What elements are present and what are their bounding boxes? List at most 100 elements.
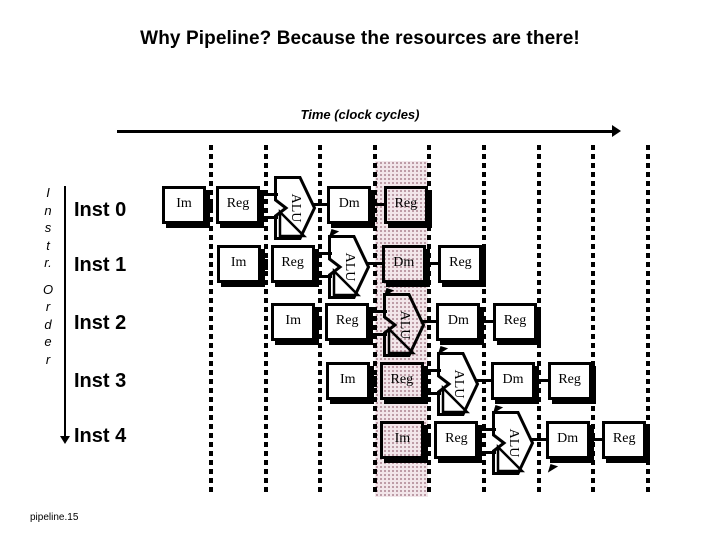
stage-reg1-row1: Reg	[270, 245, 315, 283]
stage-im-row1-label: Im	[230, 255, 247, 270]
wire-alu-dm-row3	[476, 379, 491, 382]
stage-alu-row2: ALU	[382, 293, 425, 357]
stage-im-row4-label: Im	[394, 431, 411, 446]
cycle-separator-5	[482, 145, 486, 494]
cycle-separator-7	[591, 145, 596, 494]
instr-order-letter: O	[42, 281, 54, 297]
instr-order-axis-line	[64, 186, 66, 440]
instr-order-letter: t	[46, 237, 50, 253]
instr-order-label: I n s t r. O r d e r	[38, 184, 58, 368]
connector-im-reg-row4	[425, 435, 432, 446]
wire-dm-reg-row2	[480, 320, 493, 323]
stage-im-row4: Im	[380, 421, 425, 459]
wire-dm-reg-row4	[589, 438, 603, 441]
wire-reg-alu-bot-row2	[369, 333, 387, 336]
stage-alu-row3-label: ALU	[451, 369, 467, 399]
cycle-separator-8	[645, 145, 650, 494]
inst-row-label-2: Inst 2	[74, 312, 127, 334]
stage-reg1-row3-label: Reg	[390, 372, 414, 387]
instr-order-letter: s	[44, 220, 52, 235]
wire-dm-reg-row1	[425, 262, 439, 265]
inst-row-label-3: Inst 3	[74, 370, 127, 392]
stage-reg2-row0-label: Reg	[394, 196, 418, 211]
stage-dm-row0: Dm	[327, 186, 372, 224]
cycle-separator-4	[427, 145, 432, 494]
stage-dm-row1-label: Dm	[393, 255, 415, 270]
stage-reg1-row0: Reg	[216, 186, 260, 224]
stage-dm-row2: Dm	[436, 303, 481, 341]
wire-reg-alu-top-row0	[260, 193, 278, 196]
time-axis-label: Time (clock cycles)	[300, 107, 420, 122]
stage-reg1-row3: Reg	[379, 362, 424, 400]
stage-reg1-row4-label: Reg	[445, 431, 468, 446]
stage-alu-row3: ALU	[437, 352, 480, 416]
footer-text: pipeline.15	[30, 512, 79, 523]
connector-im-reg-row1	[261, 259, 268, 270]
stage-reg2-row2-label: Reg	[503, 313, 527, 328]
stage-dm-row4: Dm	[545, 421, 590, 459]
instr-order-letter: n	[44, 202, 52, 218]
inst-row-label-4: Inst 4	[74, 425, 127, 447]
cycle-separator-0	[209, 145, 213, 494]
wire-reg-alu-top-row1	[314, 252, 333, 255]
instr-order-spacer	[38, 272, 58, 281]
stage-reg2-row1-label: Reg	[449, 255, 472, 270]
stage-reg2-row0: Reg	[383, 186, 428, 224]
stage-im-row3-label: Im	[340, 372, 356, 387]
wire-reg-alu-top-row3	[423, 369, 442, 372]
page-title: Why Pipeline? Because the resources are …	[140, 28, 580, 49]
stage-im-row0-label: Im	[176, 196, 192, 211]
stage-reg1-row1-label: Reg	[281, 255, 304, 270]
time-axis-line	[117, 130, 617, 133]
stage-dm-row3-label: Dm	[502, 372, 524, 387]
wire-dm-reg-row0	[371, 203, 384, 206]
stage-alu-row2-label: ALU	[396, 310, 412, 340]
stage-reg2-row4-label: Reg	[612, 431, 636, 446]
stage-alu-row1: ALU	[328, 235, 371, 299]
wire-alu-dm-row4	[531, 438, 546, 441]
stage-reg2-row1: Reg	[438, 245, 483, 283]
stage-alu-row1-label: ALU	[342, 252, 358, 282]
stage-alu-row4: ALU	[492, 411, 535, 475]
stage-reg2-row3: Reg	[547, 362, 592, 400]
stage-dm-row4-label: Dm	[557, 431, 579, 446]
time-axis-arrow-icon	[612, 125, 621, 137]
wire-alu-dm-row2	[421, 320, 437, 323]
wire-reg-alu-bot-row0	[260, 216, 278, 219]
stage-alu-row4-label: ALU	[506, 428, 521, 458]
stage-reg2-row3-label: Reg	[558, 372, 581, 387]
instr-order-letter: I	[46, 185, 50, 200]
instr-order-letter: d	[44, 316, 52, 332]
wire-reg-alu-bot-row3	[423, 392, 442, 395]
stage-dm-row1: Dm	[381, 245, 426, 283]
stage-dm-row0-label: Dm	[338, 196, 360, 211]
wire-reg-alu-top-row2	[369, 310, 387, 313]
connector-im-reg-row3	[370, 376, 377, 387]
connector-im-reg-row2	[316, 317, 323, 328]
wire-reg-alu-bot-row4	[478, 451, 496, 454]
stage-reg1-row4: Reg	[434, 421, 479, 459]
stage-reg1-row2: Reg	[325, 303, 370, 341]
cycle-separator-6	[536, 145, 541, 494]
stage-im-row3: Im	[325, 362, 370, 400]
wire-reg-alu-bot-row1	[314, 275, 333, 278]
stage-dm-row2-label: Dm	[447, 313, 469, 328]
stage-alu-row0-label: ALU	[287, 193, 303, 223]
inst-row-label-0: Inst 0	[74, 199, 127, 221]
stage-alu-row0: ALU	[273, 176, 316, 240]
connector-im-reg-row0	[207, 200, 213, 211]
stage-im-row0: Im	[162, 186, 206, 224]
highlighted-cycle-column	[374, 161, 429, 497]
stage-dm-row3: Dm	[491, 362, 535, 400]
stage-im-row1: Im	[216, 245, 261, 283]
wire-alu-dm-row1	[367, 262, 382, 265]
wire-dm-reg-row3	[535, 379, 548, 382]
stage-reg2-row2: Reg	[493, 303, 537, 341]
wire-reg-alu-top-row4	[478, 428, 496, 431]
dm-output-marker-row4	[547, 464, 558, 475]
instr-order-letter: r	[45, 351, 51, 367]
stage-im-row2: Im	[271, 303, 316, 341]
stage-reg2-row4: Reg	[602, 421, 647, 459]
stage-reg1-row0-label: Reg	[226, 196, 250, 211]
